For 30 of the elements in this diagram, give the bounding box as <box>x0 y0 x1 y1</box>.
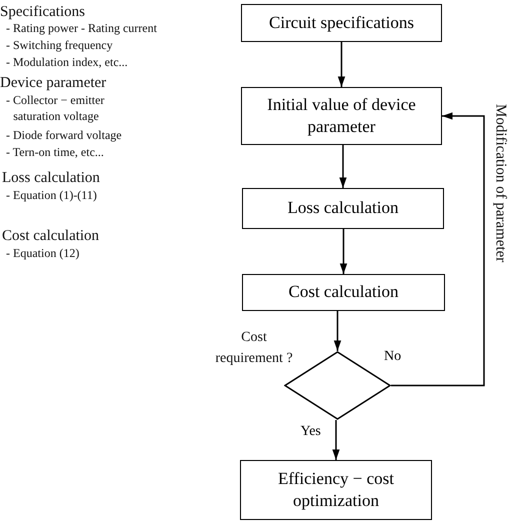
list-item: - Equation (12) <box>6 245 80 262</box>
section-heading: Specifications <box>0 3 85 22</box>
process-box <box>242 188 444 229</box>
list-item: - Diode forward voltage <box>6 127 122 144</box>
arrow <box>334 311 342 351</box>
list-item: - Collector − emitter saturation voltage <box>6 92 106 124</box>
section-heading: Device parameter <box>0 74 106 93</box>
list-item: - Equation (1)-(11) <box>6 187 97 204</box>
loop-label: Modification of parameter <box>491 104 510 262</box>
arrow <box>332 420 340 460</box>
process-box <box>241 87 442 145</box>
section-heading: Cost calculation <box>2 227 100 246</box>
arrow <box>340 229 348 274</box>
list-item: - Rating power - Rating current <box>6 20 157 36</box>
list-item: - Modulation index, etc... <box>6 54 128 70</box>
list-item: - Switching frequency <box>6 37 113 54</box>
box-text: Initial value of device parameter <box>266 94 417 138</box>
process-box <box>242 274 445 311</box>
decision-question: Cost requirement ? <box>214 329 294 368</box>
process-box <box>240 460 432 520</box>
box-text: Loss calculation <box>286 197 400 220</box>
arrow <box>391 112 485 386</box>
list-item: - Tern-on time, etc... <box>6 144 104 160</box>
box-text: Circuit specifications <box>268 12 415 34</box>
section-heading: Loss calculation <box>2 169 100 188</box>
box-text: Efficiency − cost optimization <box>277 468 395 512</box>
box-text: Cost calculation <box>287 281 400 304</box>
process-box <box>241 4 442 42</box>
arrow <box>339 145 347 188</box>
arrow <box>338 42 346 87</box>
